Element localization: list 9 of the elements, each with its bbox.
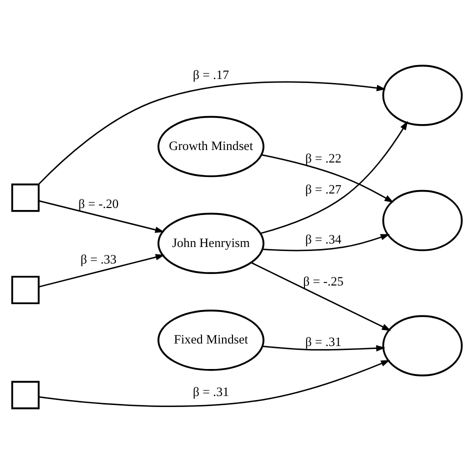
edge-label: β = .17 <box>192 68 229 82</box>
edge-label: β = .31 <box>305 334 342 349</box>
edge-label: β = -.25 <box>303 274 344 289</box>
edge-label: β = .34 <box>305 232 342 247</box>
edge-label: β = .27 <box>305 182 342 196</box>
edge-label: β = .22 <box>305 151 342 166</box>
edge-label: β = .33 <box>80 252 117 267</box>
edge-label: β = -.20 <box>78 196 119 211</box>
edge-label: β = .31 <box>192 385 229 400</box>
